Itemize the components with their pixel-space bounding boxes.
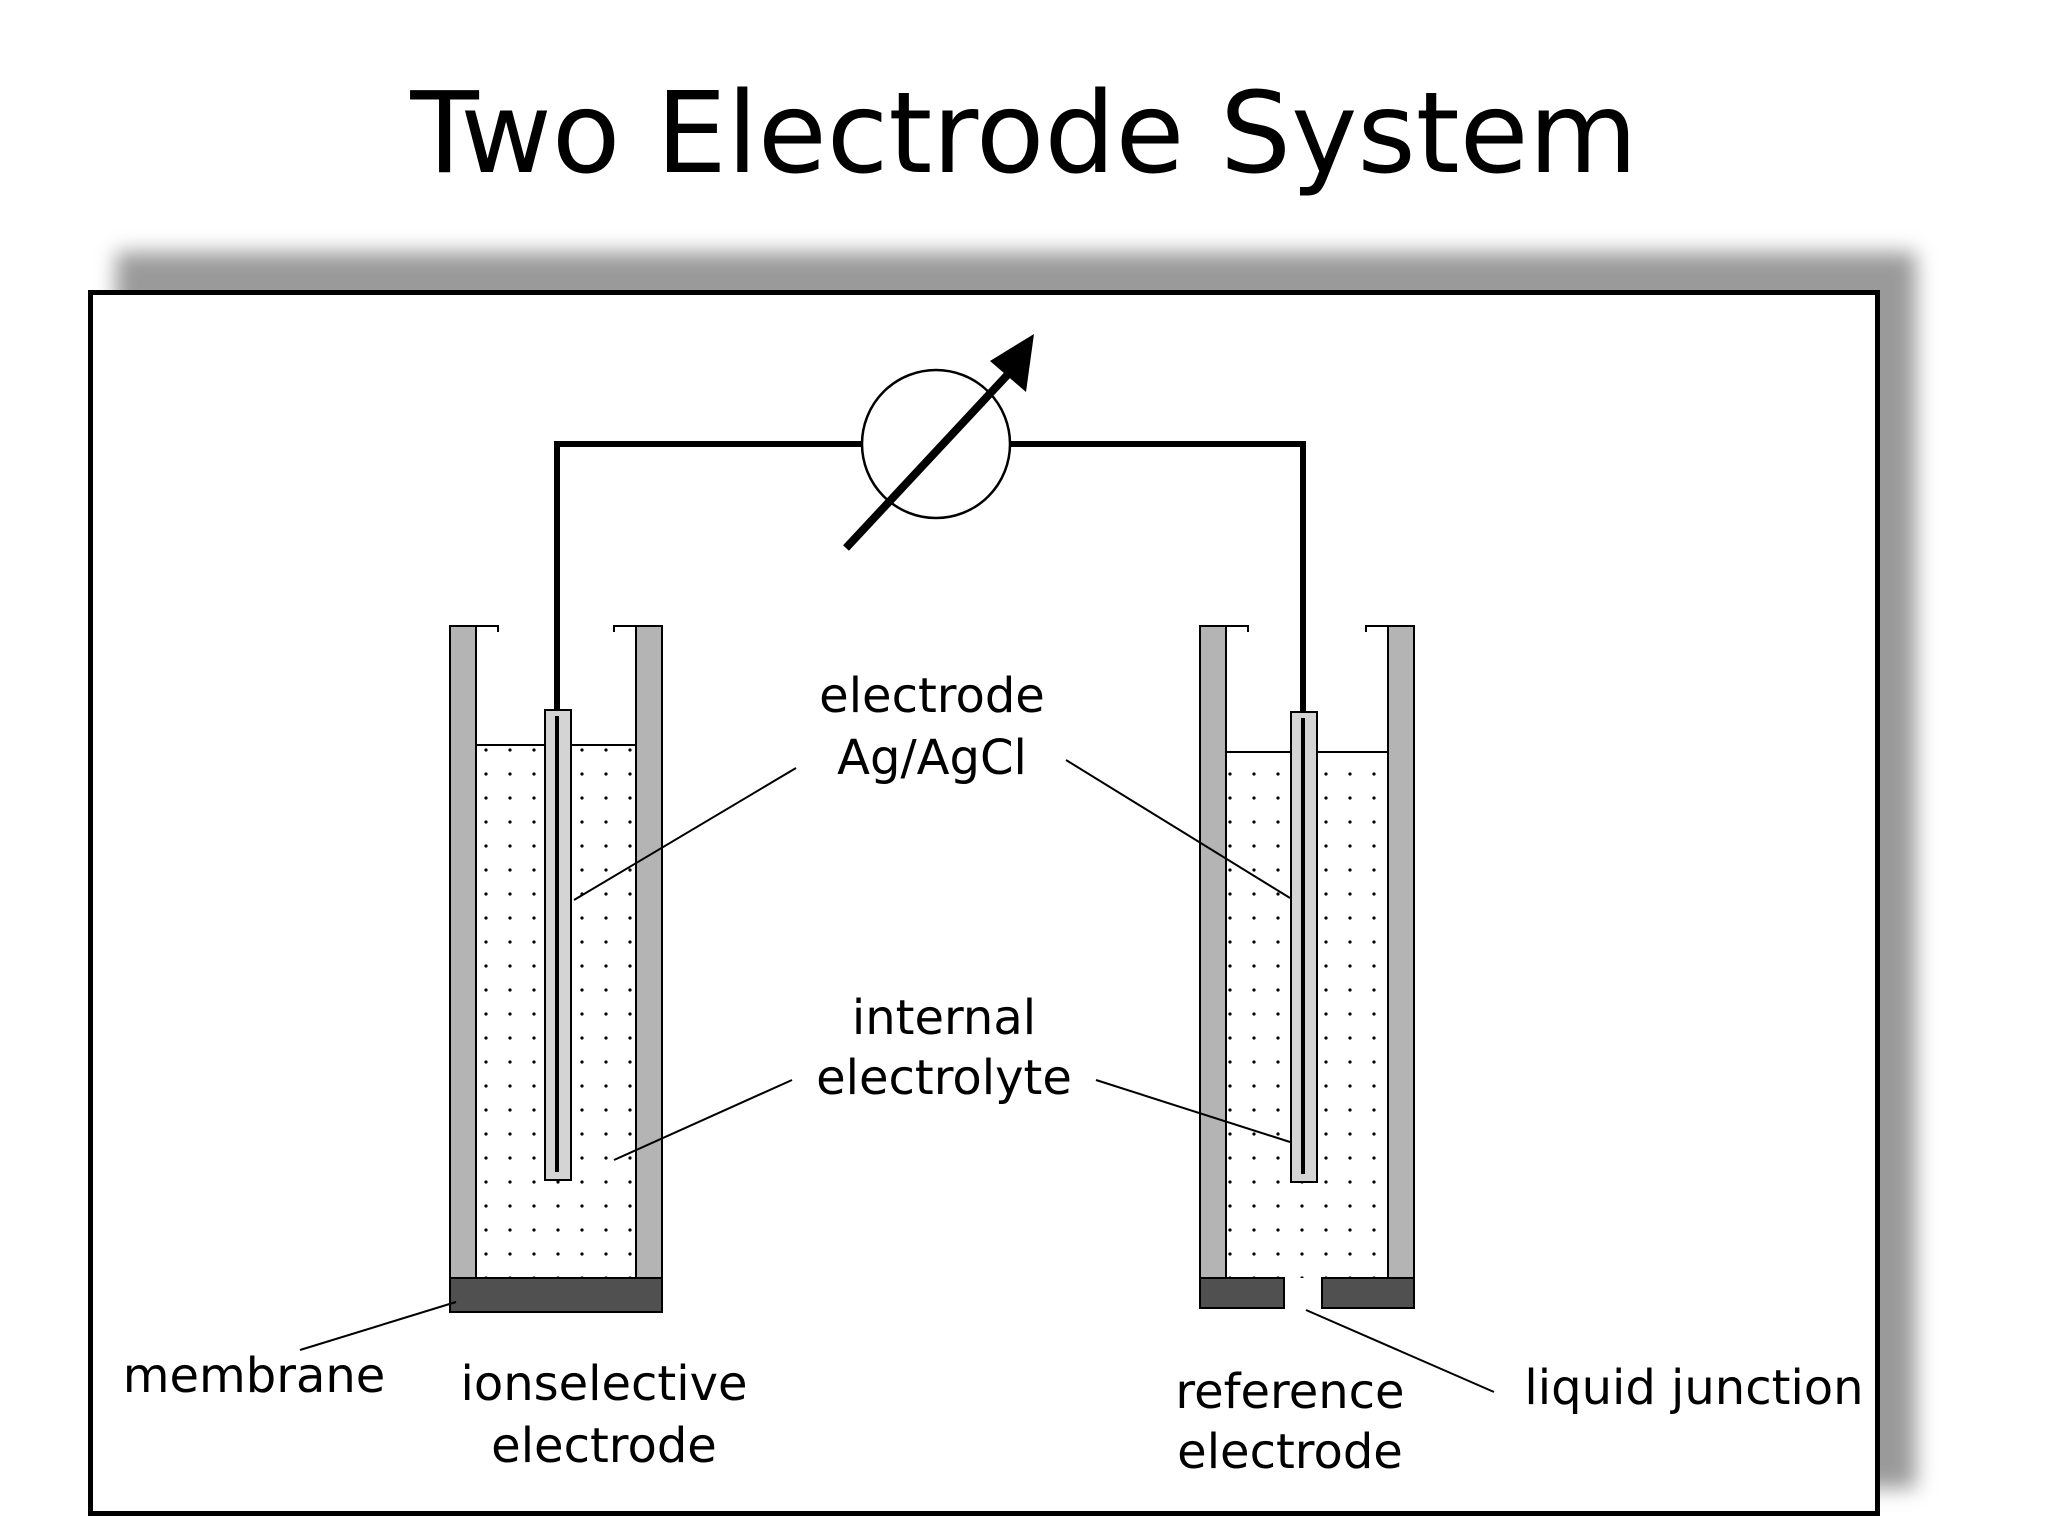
label-internal: internal [852,990,1036,1046]
leader-electrolyte-left [613,1079,793,1161]
ise-right-wall [635,625,663,1279]
ref-base-right [1321,1277,1415,1309]
ise-membrane [449,1277,663,1313]
ref-left-lip [1226,625,1249,632]
slide-title: Two Electrode System [410,69,1638,199]
ionselective-electrode-vessel [449,625,663,1313]
label-ise-electrode: electrode [491,1418,717,1474]
ise-left-lip [476,625,499,632]
voltmeter [843,334,1034,551]
leader-electrode-right [1065,759,1291,899]
leader-electrode-left [573,767,797,901]
label-reference: reference [1175,1364,1404,1420]
label-ag-agcl: Ag/AgCl [837,730,1027,786]
label-electrode: electrode [819,668,1045,724]
leader-electrolyte-right [1095,1079,1291,1143]
ise-right-lip [613,625,636,632]
ref-base-left [1199,1277,1285,1309]
reference-electrode-vessel [1199,625,1415,1309]
label-membrane: membrane [123,1348,386,1404]
ref-right-wall [1387,625,1415,1279]
label-ionselective: ionselective [460,1356,747,1412]
voltmeter-needle [843,367,1015,551]
label-ref-electrode: electrode [1177,1424,1403,1480]
ref-right-lip [1365,625,1388,632]
label-liquid-junction: liquid junction [1524,1360,1863,1416]
voltmeter-arrowhead [990,334,1034,392]
leader-lines [299,759,1495,1393]
ise-left-wall [449,625,477,1279]
leader-membrane [299,1301,457,1351]
label-electrolyte: electrolyte [816,1050,1072,1106]
leader-liquid-junction [1305,1309,1495,1393]
ref-left-wall [1199,625,1227,1279]
